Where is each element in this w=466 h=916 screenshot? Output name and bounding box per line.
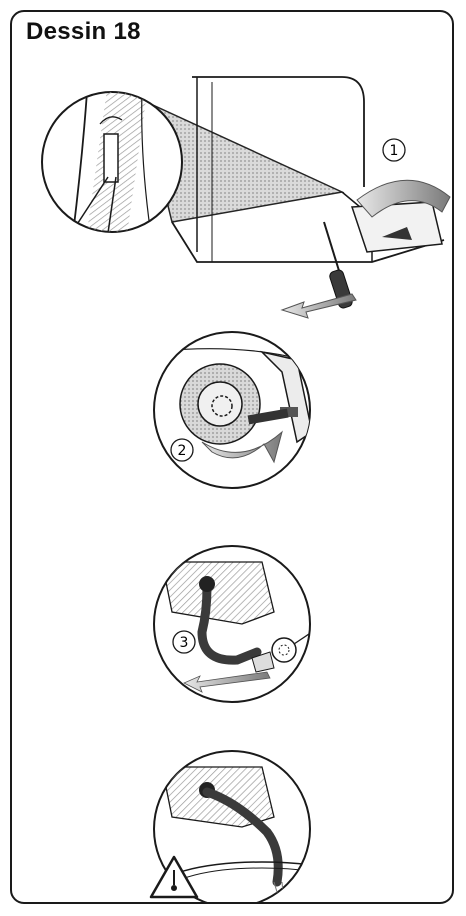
step3-illustration: 3 xyxy=(154,546,312,702)
diagram-canvas: 1 xyxy=(12,12,454,904)
step4-illustration xyxy=(151,751,372,904)
step3-marker: 3 xyxy=(180,635,189,651)
step2-marker: 2 xyxy=(178,443,187,459)
step1-marker: 1 xyxy=(390,143,399,159)
step1-illustration: 1 xyxy=(42,77,450,318)
diagram-frame: Dessin 18 xyxy=(10,10,454,904)
step2-illustration: 2 xyxy=(152,332,312,488)
